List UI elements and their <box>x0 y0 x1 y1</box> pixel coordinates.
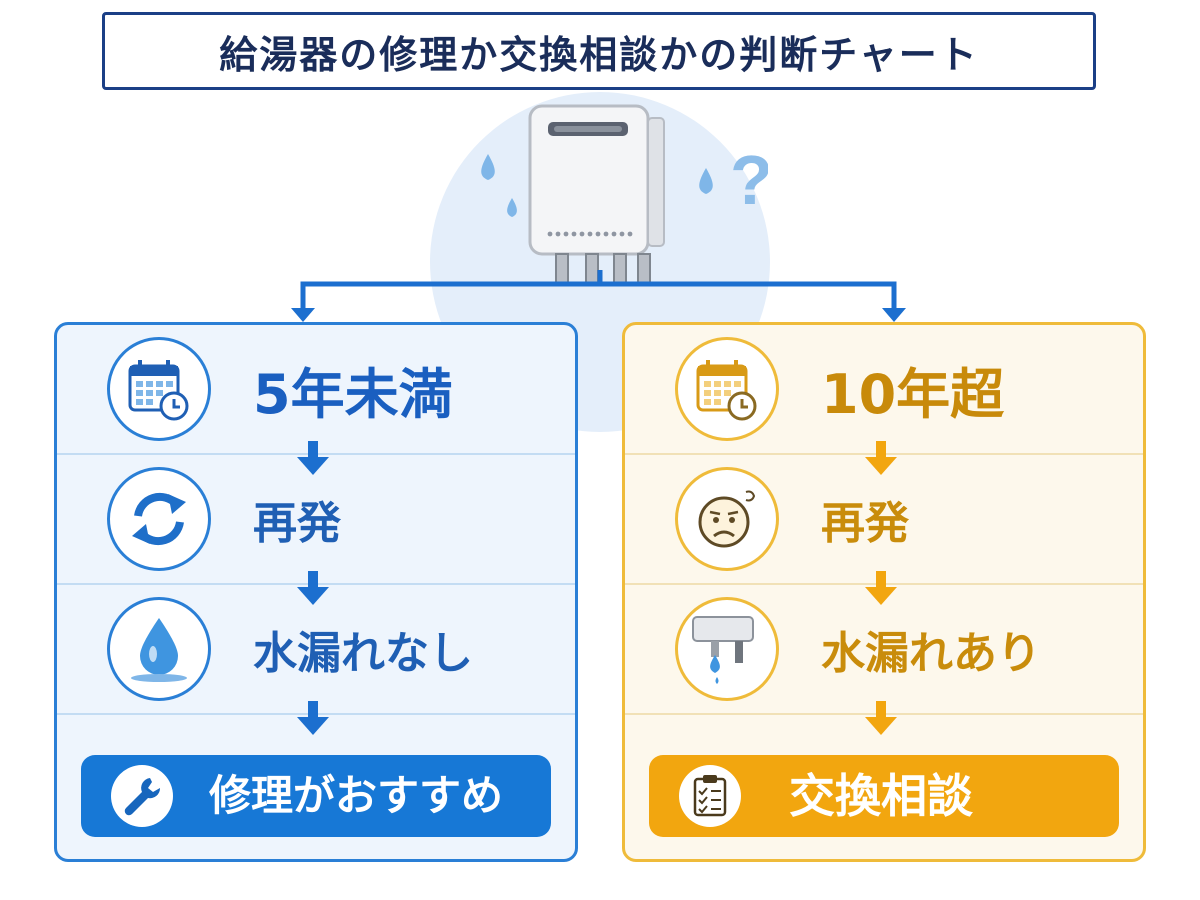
right-recurrence-label: 再発 <box>821 498 909 549</box>
clipboard-checklist-icon <box>679 765 741 827</box>
svg-text:?: ? <box>730 141 768 219</box>
right-row-age: 10年超 <box>625 325 1143 455</box>
left-row-recurrence: 再発 <box>57 455 575 585</box>
right-row-leak: 水漏れあり <box>625 585 1143 715</box>
title-box: 給湯器の修理か交換相談かの判断チャート <box>102 12 1096 90</box>
left-arrow-2 <box>297 571 329 605</box>
right-result-label: 交換相談 <box>789 769 973 823</box>
left-row-age: 5年未満 <box>57 325 575 455</box>
left-result-label: 修理がおすすめ <box>209 771 504 820</box>
left-panel: 5年未満 再発 水漏れなし <box>54 322 578 862</box>
right-arrow-1 <box>865 441 897 475</box>
left-recurrence-label: 再発 <box>253 498 341 549</box>
refresh-cycle-icon <box>107 467 211 571</box>
right-arrow-2 <box>865 571 897 605</box>
wrench-icon <box>111 765 173 827</box>
branch-connector <box>291 270 906 322</box>
water-heater-icon: ? <box>481 104 768 285</box>
calendar-clock-icon <box>675 337 779 441</box>
left-result-banner: 修理がおすすめ <box>81 755 551 837</box>
water-drop-icon <box>107 597 211 701</box>
leaking-pipe-icon <box>675 597 779 701</box>
right-arrow-3 <box>865 701 897 735</box>
right-leak-label: 水漏れあり <box>821 628 1041 679</box>
right-result-banner: 交換相談 <box>649 755 1119 837</box>
left-arrow-3 <box>297 701 329 735</box>
calendar-clock-icon <box>107 337 211 441</box>
left-row-leak: 水漏れなし <box>57 585 575 715</box>
left-leak-label: 水漏れなし <box>253 628 473 679</box>
chart-title: 給湯器の修理か交換相談かの判断チャート <box>219 32 979 77</box>
worried-face-icon <box>675 467 779 571</box>
left-arrow-1 <box>297 441 329 475</box>
left-age-label: 5年未満 <box>253 362 453 426</box>
right-row-recurrence: 再発 <box>625 455 1143 585</box>
right-age-label: 10年超 <box>821 362 1005 426</box>
right-panel: 10年超 再発 水漏れあり <box>622 322 1146 862</box>
